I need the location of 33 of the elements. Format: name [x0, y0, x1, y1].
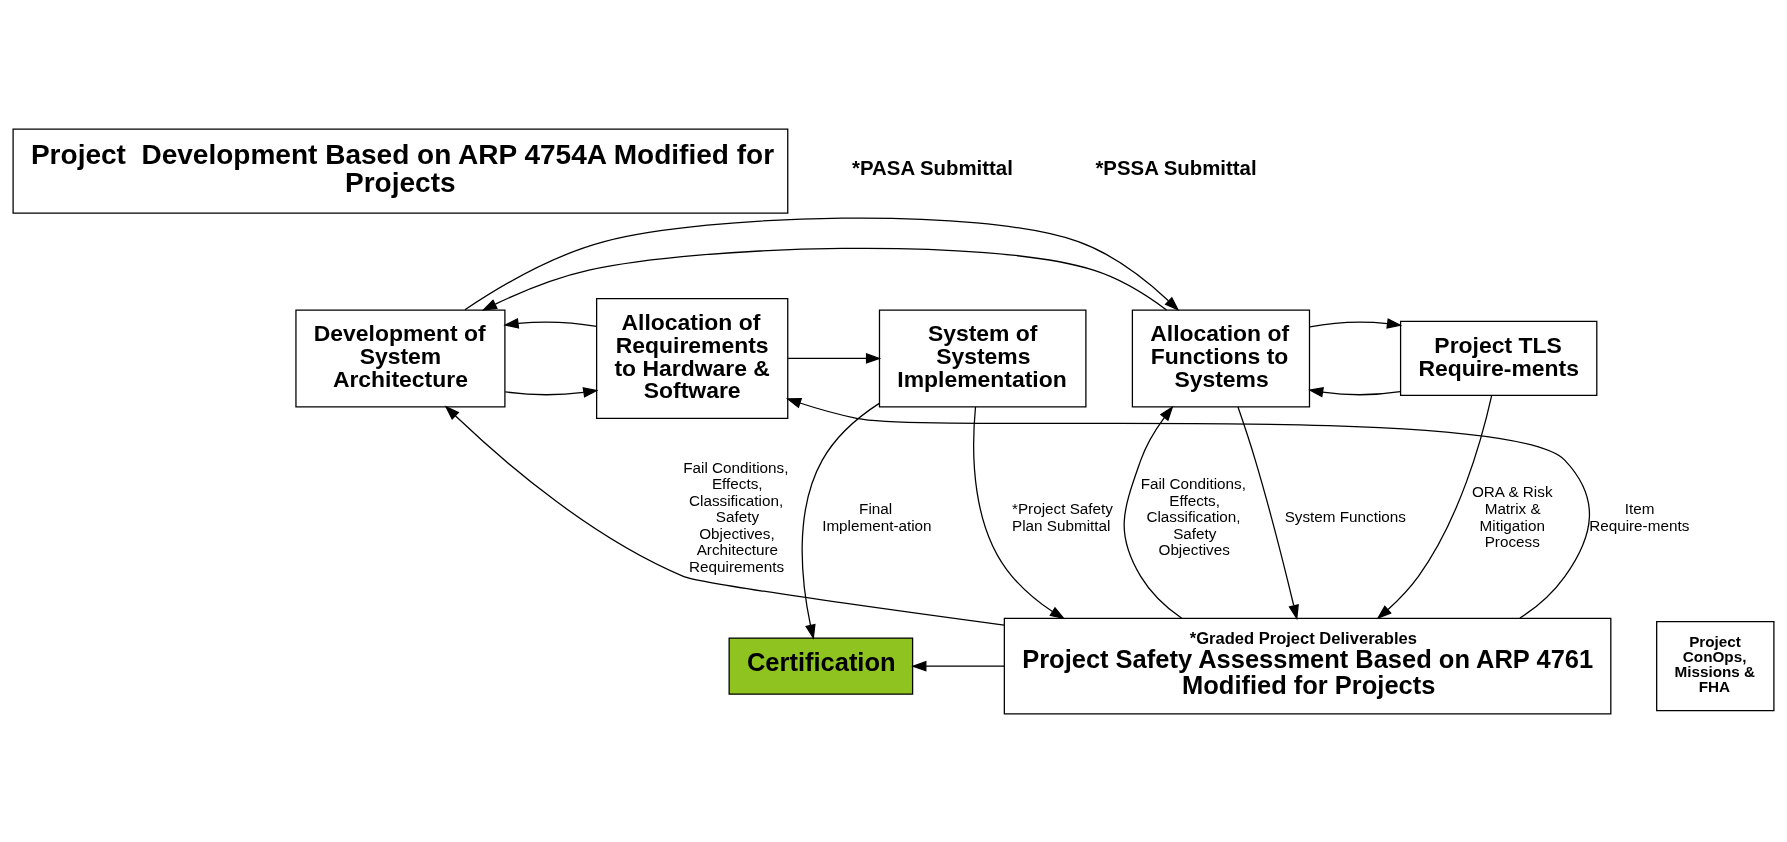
node-box: Project TLS Require-ments — [1399, 320, 1598, 396]
arrow — [504, 386, 599, 398]
node-box: Certification — [728, 636, 914, 695]
label: *PASA Submittal — [852, 156, 1013, 179]
arrow — [1376, 394, 1493, 619]
arrow — [973, 405, 1066, 619]
node-box: Project Development Based on ARP 4754A Modified for Projects — [12, 127, 789, 214]
node-box: Allocation of Functions to Systems — [1131, 308, 1311, 407]
arrow — [444, 405, 1005, 626]
node-box: Allocation of Requirements to Hardware & Software — [596, 297, 789, 419]
arrow — [1308, 386, 1401, 397]
arrow — [801, 402, 880, 640]
edge-label: Fail Conditions, Effects, Classification, Safety Objectives, Architecture Requirements — [683, 458, 789, 575]
node-box: Project ConOps, Missions & FHA — [1656, 620, 1775, 711]
arrow — [785, 397, 1591, 619]
node-box: System of Systems Implementation — [878, 308, 1087, 407]
edge-label: *Project Safety Plan Submittal — [1011, 499, 1113, 534]
edge-label: Fail Conditions, Effects, Classification, Safety Objectives — [1140, 474, 1246, 558]
arrow — [787, 352, 882, 364]
arrow — [1237, 405, 1299, 620]
arrow — [481, 247, 1168, 311]
arrow — [911, 660, 1005, 671]
node-box: Development of System Architecture — [295, 308, 506, 407]
label: *PSSA Submittal — [1095, 156, 1257, 179]
arrow — [464, 217, 1180, 311]
node-box: *Graded Project Deliverables Project Safety Assessment Based on ARP 4761 Modified for Projects — [1003, 617, 1612, 715]
edge-label: Final Implement-ation — [822, 499, 932, 534]
arrow — [1123, 405, 1183, 619]
arrow — [1309, 317, 1403, 329]
edge-label: Item Require-ments — [1589, 499, 1690, 534]
edge-label: System Functions — [1284, 507, 1406, 525]
edge-label: ORA & Risk Matrix & Mitigation Process — [1471, 482, 1553, 550]
arrow — [503, 317, 598, 329]
